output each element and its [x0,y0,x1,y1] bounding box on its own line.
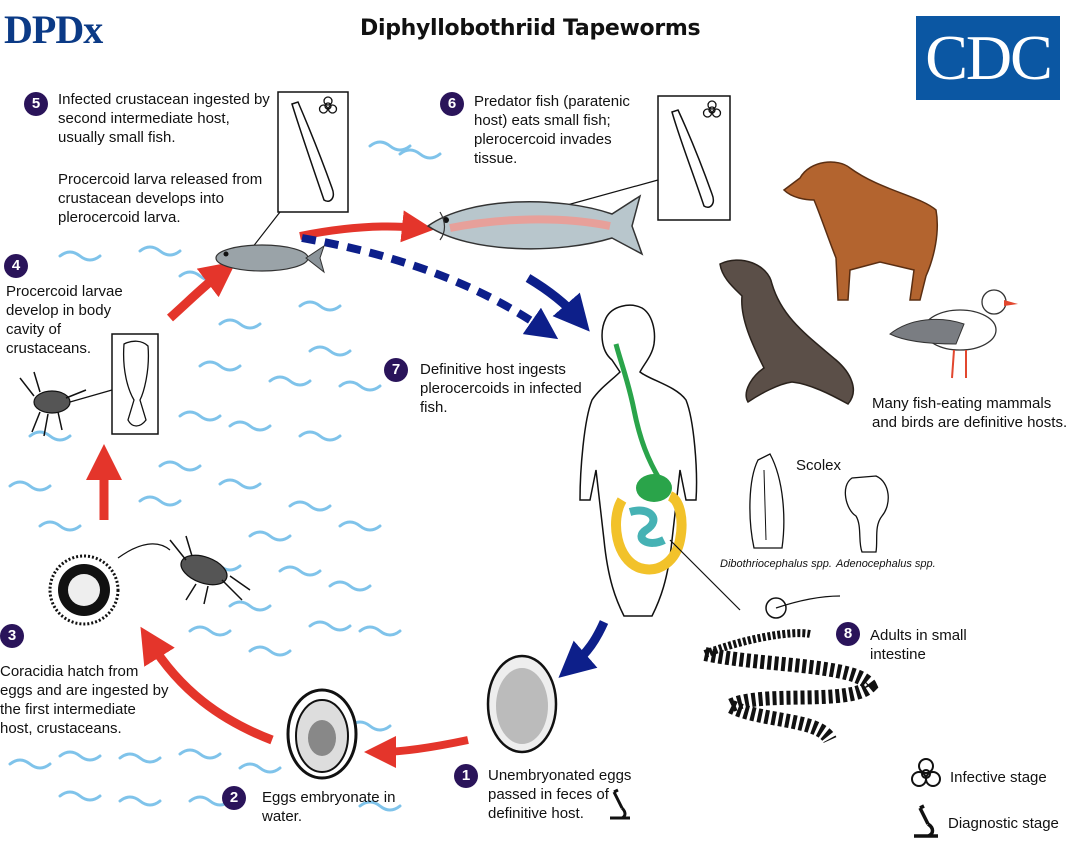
seagull-icon [889,289,1018,379]
step-badge-1: 1 [454,764,478,788]
arrow-6-to-7 [525,274,590,332]
sea-lion-icon [719,259,854,405]
legend-microscope-icon [914,804,938,838]
procercoid-box-4 [111,333,159,435]
cdc-logo: CDC [916,16,1060,100]
definitive-hosts-note: Many fish-eating mammals and birds are d… [872,395,1068,431]
microscope-icon [610,788,630,820]
step-badge-8: 8 [836,622,860,646]
dibothriocephalus-label: Dibothriocephalus spp. [720,558,832,570]
dpdx-logo: DPDx [4,7,103,52]
scolex-adenocephalus-icon [844,475,889,553]
arrow-2-to-3 [140,626,274,745]
step-badge-3: 3 [0,624,24,648]
biohazard-icon [318,96,338,114]
plerocercoid-box-6 [657,95,731,221]
step-6-text: Predator fish (paratenic host) eats smal… [474,93,630,167]
step-8-text: Adults in small intestine [870,627,967,663]
step-badge-6: 6 [440,92,464,116]
step-5-text-2: Procercoid larva released from crustacea… [58,171,263,226]
step-1-text: Unembryonated eggs passed in feces of de… [488,767,632,822]
dog-icon [782,161,939,301]
small-fish-icon [215,244,325,274]
arrow-7-to-1 [558,620,609,678]
step-7-text: Definitive host ingests plerocercoids in… [420,361,582,416]
plerocercoid-box-5 [277,91,349,213]
biohazard-icon [702,100,722,118]
arrow-5-to-7-dashed [301,234,559,340]
step-3-text: Coracidia hatch from eggs and are ingest… [0,663,169,737]
step-badge-4: 4 [4,254,28,278]
step-badge-5: 5 [24,92,48,116]
unembryonated-egg-icon [486,654,558,754]
human-silhouette [579,304,698,617]
legend-biohazard-icon [911,758,941,787]
arrow-1-to-2 [364,735,469,768]
step-badge-2: 2 [222,786,246,810]
scolex-dibothriocephalus-icon [749,453,785,549]
adult-tapeworm-icon [703,595,879,745]
arrow-5-to-6 [299,210,434,243]
adenocephalus-label: Adenocephalus spp. [836,558,936,570]
step-badge-7: 7 [384,358,408,382]
step-4-text: Procercoid larvae develop in body cavity… [6,283,123,357]
step-5-text: Infected crustacean ingested by second i… [58,91,270,146]
page-title: Diphyllobothriid Tapeworms [360,16,701,41]
predator-fish-icon [426,194,644,256]
coracidium-icon [48,554,120,626]
crustacean-icon [19,371,87,437]
arrow-4-to-5 [166,261,237,322]
legend-diagnostic-label: Diagnostic stage [948,815,1059,832]
step-2-text: Eggs embryonate in water. [262,789,396,825]
embryonated-egg-icon [286,688,358,780]
legend-infective-label: Infective stage [950,769,1047,786]
first-crustacean-icon [169,535,251,605]
scolex-label: Scolex [796,457,842,474]
